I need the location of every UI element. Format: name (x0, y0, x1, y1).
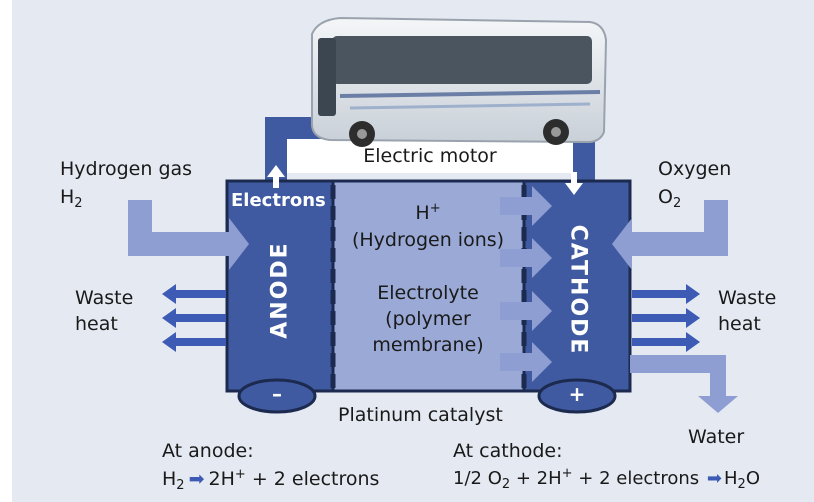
waste-heat-left-arrows (162, 284, 226, 352)
waste-heat-left-line2: heat (75, 313, 118, 335)
motor-bar (287, 139, 573, 173)
water-label: Water (688, 426, 745, 448)
waste-heat-right-arrows (632, 284, 700, 352)
electron-up-arrow (267, 165, 285, 188)
membrane-label: membrane) (372, 334, 484, 356)
anode-reaction-arrow-icon: ➡ (188, 468, 205, 490)
minus-sign: – (272, 382, 282, 406)
oxygen-formula: O2 (658, 186, 682, 211)
cathode-equation-title: At cathode: (453, 440, 563, 462)
electric-motor-label: Electric motor (363, 145, 497, 167)
electrolyte-membrane (331, 179, 526, 393)
bus-illustration (311, 16, 608, 147)
electron-down-arrow (565, 172, 583, 195)
waste-heat-right-line2: heat (718, 313, 761, 335)
cathode-equation: 1/2 O2 + 2H+ + 2 electrons ➡H2O (453, 466, 760, 492)
hydrogen-formula: H2 (60, 186, 83, 211)
anode-label: ANODE (267, 241, 293, 339)
anode-equation: H2➡2H+ + 2 electrons (162, 467, 380, 493)
h-plus-label: H+ (415, 201, 441, 224)
hydrogen-gas-label: Hydrogen gas (60, 158, 193, 180)
positive-terminal (537, 378, 617, 414)
platinum-catalyst-label: Platinum catalyst (338, 404, 503, 426)
electrolyte-label: Electrolyte (377, 282, 479, 304)
ion-flow-arrows (500, 186, 552, 382)
oxygen-label: Oxygen (658, 158, 732, 180)
hydrogen-input-arrow (128, 200, 249, 270)
negative-terminal (237, 378, 317, 414)
cathode-reaction-arrow-icon: ➡ (706, 468, 722, 489)
anode-equation-title: At anode: (162, 440, 254, 462)
polymer-label: (polymer (385, 308, 471, 330)
cathode-label: CATHODE (565, 224, 591, 356)
electrons-label: Electrons (231, 190, 326, 211)
water-output-arrow (630, 355, 738, 413)
plus-sign: + (568, 382, 586, 406)
waste-heat-left-line1: Waste (75, 287, 134, 309)
waste-heat-right-line1: Waste (718, 287, 777, 309)
oxygen-input-arrow (612, 200, 728, 270)
hydrogen-ions-label: (Hydrogen ions) (351, 229, 505, 251)
